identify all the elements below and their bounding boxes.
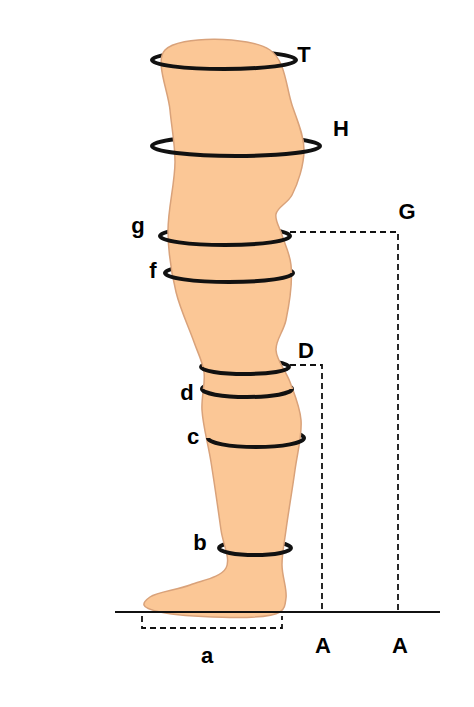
measurement-ring: [201, 367, 289, 374]
measurement-label: T: [297, 44, 310, 66]
measurement-ring: [208, 438, 304, 447]
measurement-ring: [152, 146, 320, 156]
measurement-label: b: [193, 532, 206, 554]
floor-line: [115, 611, 440, 613]
foot-length-bracket: [142, 616, 282, 628]
measurement-label: D: [298, 340, 314, 362]
measurement-label: A: [315, 635, 331, 657]
measurement-ring: [160, 236, 290, 245]
measurement-label: A: [392, 635, 408, 657]
measurement-label: f: [149, 260, 156, 282]
measurement-ring: [152, 60, 296, 69]
dimension-line: [290, 365, 322, 610]
measurement-label: H: [333, 118, 349, 140]
measurement-ring: [165, 273, 293, 282]
measurement-ring: [219, 548, 291, 555]
measurement-label: d: [180, 382, 193, 404]
measurement-ring: [202, 389, 292, 397]
measurement-label: c: [187, 426, 199, 448]
leg-shape: [144, 39, 304, 617]
measurement-label: G: [398, 201, 415, 223]
measurement-label: a: [201, 645, 213, 667]
dimension-line: [290, 232, 398, 610]
measurement-label: g: [131, 215, 144, 237]
